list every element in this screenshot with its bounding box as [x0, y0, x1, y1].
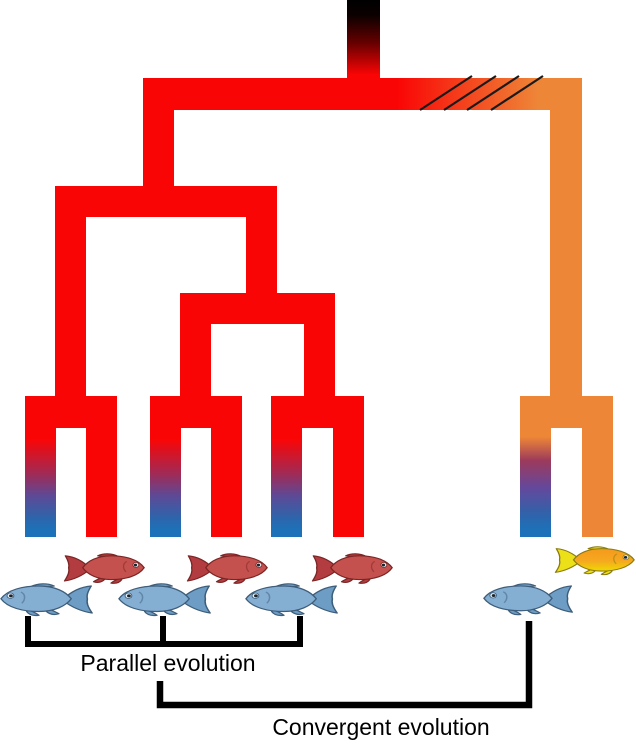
pair3-blue-tip: [271, 428, 302, 537]
pair2-split-bar: [150, 396, 242, 428]
convergent-evolution-label: Convergent evolution: [272, 714, 490, 740]
hatch-line-3: [466, 75, 520, 111]
pair3-split-bar: [271, 396, 364, 428]
pair4-split-bar: [520, 396, 613, 428]
pair1-blue-tip: [25, 428, 56, 537]
blue-fish-icon-pair1: [0, 583, 93, 617]
pair1-stem: [55, 186, 86, 428]
hatch-marks: [419, 75, 544, 111]
hatch-line-1: [419, 75, 473, 111]
yellow-fish-icon-pair4: [554, 546, 635, 576]
pair1-red-tip: [86, 428, 117, 537]
hatch-line-2: [443, 75, 497, 111]
pair3-red-tip: [333, 428, 364, 537]
pair2-red-tip: [211, 428, 242, 537]
blue-fish-icon-pair2: [118, 583, 211, 617]
red-fish-icon-pair3: [311, 553, 393, 585]
hatch-line-4: [490, 75, 544, 111]
pair4-orange-tip: [582, 428, 613, 537]
red-split-2-bar: [55, 186, 277, 217]
pair4-blue-tip: [520, 428, 551, 537]
pair1-split-bar: [25, 396, 117, 428]
red-fish-icon-pair2: [186, 553, 268, 585]
parallel-evolution-label: Parallel evolution: [80, 650, 256, 676]
orange-clade-stem: [550, 78, 582, 428]
pair2-blue-tip: [150, 428, 181, 537]
convergent-evolution-bracket: [156, 621, 533, 709]
blue-fish-icon-pair3: [245, 583, 338, 617]
red-fish-icon-pair1: [63, 553, 145, 585]
parallel-evolution-bracket: [25, 616, 303, 647]
blue-fish-icon-pair4: [483, 583, 573, 616]
